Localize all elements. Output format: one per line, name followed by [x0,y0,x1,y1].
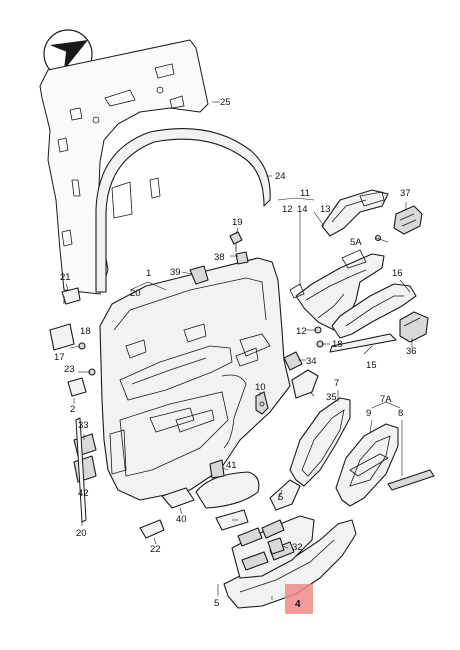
callout-33: 33 [78,420,89,431]
part-10-bracket[interactable] [255,391,269,415]
callout-41: 41 [226,460,237,471]
callout-25: 25 [220,97,231,108]
part-37-switch[interactable] [393,205,423,235]
callout-1: 1 [146,268,151,279]
part-22-reflector[interactable] [139,519,165,539]
part-1-door-trim-panel[interactable] [99,257,291,501]
part-15-trim-strip[interactable] [329,333,397,353]
callout-14: 14 [297,204,308,215]
callout-13: 13 [320,204,331,215]
callout-18-right: 18 [332,339,343,350]
callout-11: 11 [300,188,310,199]
callout-16: 16 [392,268,403,279]
highlight-part-4 [285,584,313,614]
callout-2: 2 [70,404,75,415]
part-40-light[interactable] [161,487,195,509]
callout-21: 21 [60,272,71,283]
callout-35: 35 [326,392,337,403]
part-20-rod[interactable] [75,417,87,523]
part-39-clip[interactable] [189,265,209,285]
part-17-speaker-cover[interactable] [49,323,75,351]
callout-labels: 25 24 11 12 14 13 37 19 5A 38 39 1 20 21… [54,97,417,610]
callout-32: 32 [292,542,303,553]
callout-42: 42 [78,488,89,499]
callout-22: 22 [150,544,161,555]
callout-38: 38 [214,252,225,263]
part-8-trim-strip[interactable] [387,469,435,491]
part-25-sound-insulation[interactable] [39,39,209,295]
callout-5-lower: 5 [214,598,219,609]
part-38-clip[interactable] [235,251,249,265]
callout-19: 19 [232,217,243,228]
part-41-pocket[interactable] [195,459,260,509]
callout-10: 10 [255,382,266,393]
callout-20-lower: 20 [76,528,87,539]
part-34-switch[interactable] [283,351,303,371]
callout-18-left: 18 [80,326,91,337]
callout-34: 34 [306,356,317,367]
callout-20-upper: 20 [130,288,141,299]
callout-40: 40 [176,514,187,525]
part-2-grommet[interactable] [67,377,87,397]
callout-7A: 7A [380,394,392,405]
part-11-door-handle-housing[interactable] [289,249,385,331]
callout-24: 24 [275,171,286,182]
part-19-screw[interactable] [229,231,243,252]
callout-37: 37 [400,188,411,199]
callout-7: 7 [334,378,339,389]
part-13-inner-handle[interactable] [321,189,389,237]
part-32-switch[interactable] [267,537,285,555]
callout-4: 4 [295,599,301,610]
part-36-window-switch[interactable] [399,311,429,343]
callout-5A: 5A [350,237,362,248]
callout-12-lower: 12 [296,326,307,337]
part-24-sealing-strip[interactable] [95,128,271,293]
callout-5-upper: 5 [278,492,283,503]
callout-39: 39 [170,267,181,278]
part-16-handle-trim[interactable] [331,283,417,339]
callout-15: 15 [366,360,377,371]
part-9-decorative-trim[interactable] [335,423,399,507]
callout-36: 36 [406,346,417,357]
callout-17: 17 [54,352,65,363]
callout-12: 12 [282,204,293,215]
part-7-trim-insert[interactable] [289,397,351,487]
part-42-switch[interactable] [73,455,97,483]
leader-lines [65,101,413,600]
callout-9: 9 [366,408,371,419]
callout-23: 23 [64,364,75,375]
callout-8: 8 [398,408,403,419]
part-21-bracket[interactable] [61,287,81,305]
part-35-bracket[interactable] [291,369,319,399]
